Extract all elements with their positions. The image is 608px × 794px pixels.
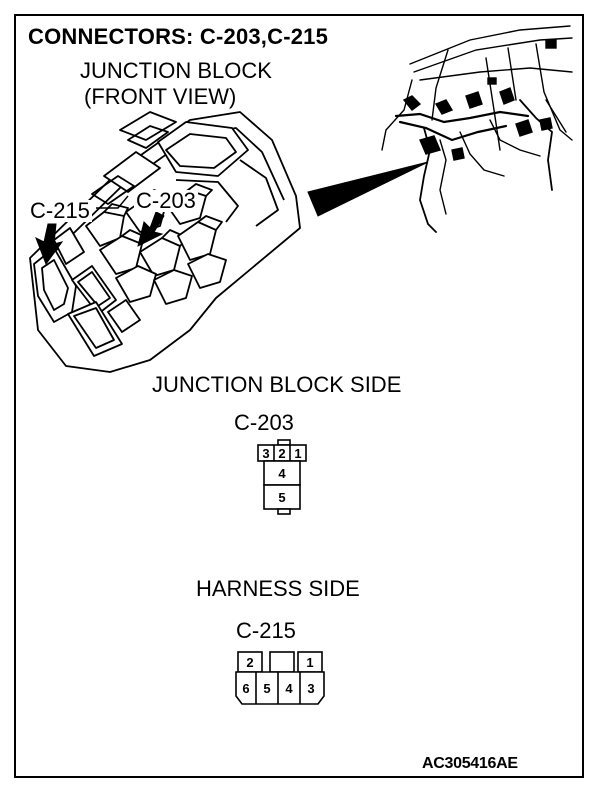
pin-label: 2 <box>246 655 253 670</box>
connector-c215-diagram <box>235 651 325 705</box>
pin-label: 4 <box>278 466 286 481</box>
down-arrow-icon <box>35 223 64 266</box>
junction-block-illustration <box>29 111 301 373</box>
connector-c203-name: C-203 <box>234 410 294 435</box>
pin-label: 3 <box>262 446 269 461</box>
pin-label: 4 <box>285 681 293 696</box>
junction-block-side-label: JUNCTION BLOCK SIDE <box>152 372 402 397</box>
callout-c215: C-215 <box>28 198 92 223</box>
pin-label: 1 <box>306 655 313 670</box>
vehicle-dash-illustration <box>381 25 573 233</box>
junction-block-title: JUNCTION BLOCK <box>80 58 272 83</box>
page-title: CONNECTORS: C-203,C-215 <box>28 24 329 49</box>
connector-c203-diagram <box>257 439 307 515</box>
pin-label: 6 <box>242 681 249 696</box>
connector-c215-name: C-215 <box>236 618 296 643</box>
harness-side-label: HARNESS SIDE <box>196 576 360 601</box>
callout-c203: C-203 <box>134 188 198 213</box>
pin-label: 1 <box>294 446 301 461</box>
junction-block-subtitle: (FRONT VIEW) <box>84 84 237 109</box>
down-arrow-icon <box>137 211 165 247</box>
pin-label: 5 <box>278 490 285 505</box>
pin-label: 5 <box>263 681 270 696</box>
pin-label: 3 <box>307 681 314 696</box>
diagram-frame <box>14 14 584 778</box>
pin-label: 2 <box>278 446 285 461</box>
figure-code: AC305416AE <box>422 755 518 772</box>
pointer-wedge <box>307 161 429 217</box>
